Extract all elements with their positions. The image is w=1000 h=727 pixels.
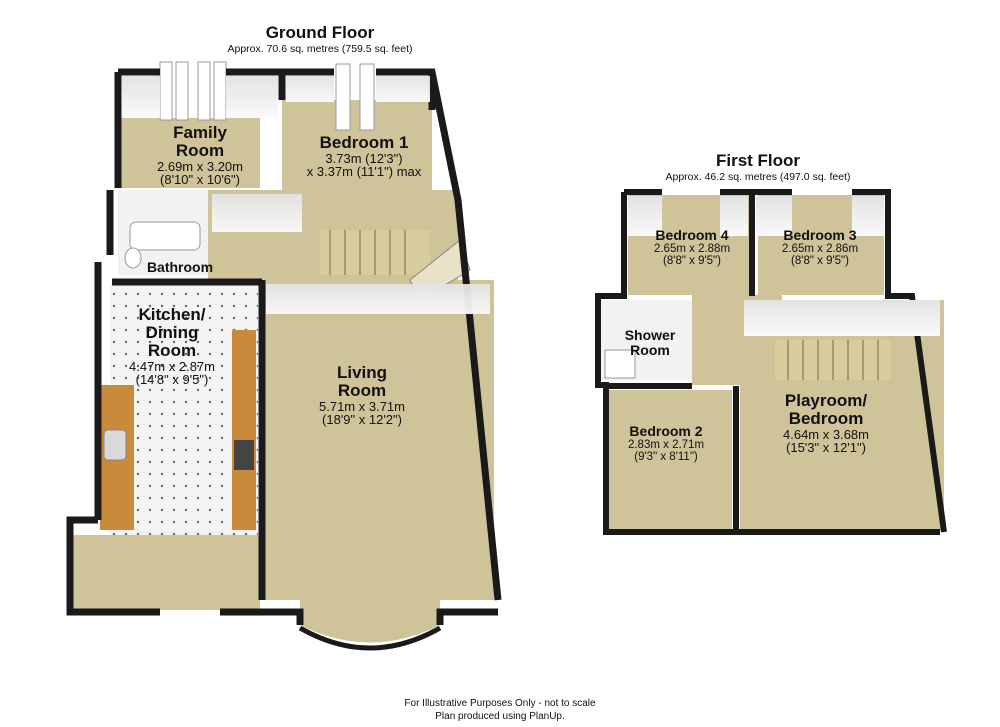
- ground-wall-faces: [122, 76, 490, 314]
- bathroom-label: Bathroom: [146, 259, 214, 275]
- playroom-dim-imperial: (15'3" x 12'1"): [786, 440, 866, 456]
- hob: [234, 440, 254, 470]
- living-room-name-1: Living: [336, 363, 388, 382]
- bedroom-4-dim-metric: 2.65m x 2.88m: [653, 242, 731, 255]
- playroom-name-1: Playroom/: [784, 391, 868, 410]
- living-room-floor: [262, 280, 494, 600]
- living-room-label: Living Room 5.71m x 3.71m (18'9" x 12'2"…: [319, 364, 405, 427]
- ground-floor-plan: [66, 61, 502, 651]
- first-floor-plan: [568, 185, 954, 545]
- bay-window-wall: [298, 625, 442, 651]
- bedroom-1-label: Bedroom 1 3.73m (12'3") x 3.37m (11'1") …: [307, 134, 422, 179]
- kitchen-name-3: Room: [147, 340, 197, 360]
- porch-floor: [70, 535, 260, 610]
- bedroom-2-name: Bedroom 2: [629, 423, 703, 439]
- family-room-name-1: Family: [173, 123, 227, 142]
- first-floor-area: Approx. 46.2 sq. metres (497.0 sq. feet): [665, 171, 851, 183]
- living-room-dim-metric: 5.71m x 3.71m: [319, 398, 405, 414]
- first-floor-title: First Floor: [715, 151, 801, 170]
- ground-floor-title: Ground Floor: [265, 23, 375, 42]
- first-floor-stairs: [775, 340, 890, 380]
- living-room-dim-imperial: (18'9" x 12'2"): [322, 412, 402, 428]
- bedroom-3-name: Bedroom 3: [783, 227, 857, 243]
- shower-room-name-2: Room: [630, 341, 670, 358]
- kitchen-name-1: Kitchen/: [138, 305, 206, 324]
- bedroom-1-french-doors: [335, 63, 375, 131]
- family-room-bifold-doors: [159, 61, 227, 121]
- ground-walls: [66, 68, 502, 625]
- first-floor-walls: [595, 189, 947, 535]
- toilet: [124, 247, 142, 269]
- bedroom-4-label: Bedroom 4 2.65m x 2.88m (8'8" x 9'5"): [654, 228, 730, 267]
- living-room-name-2: Room: [337, 380, 387, 400]
- bedroom-2-dim-imperial: (9'3" x 8'11"): [634, 450, 698, 463]
- bedroom-2-dim-metric: 2.83m x 2.71m: [627, 438, 705, 451]
- playroom-floor: [740, 300, 944, 530]
- footer-line-1: For Illustrative Purposes Only - not to …: [404, 698, 596, 709]
- bedroom-3-label: Bedroom 3 2.65m x 2.86m (8'8" x 9'5"): [782, 228, 858, 267]
- footer-note: For Illustrative Purposes Only - not to …: [404, 698, 595, 723]
- bedroom-4-dim-imperial: (8'8" x 9'5"): [663, 254, 721, 267]
- bay-window-floor: [300, 600, 440, 643]
- shower-room-name-1: Shower: [624, 327, 676, 343]
- family-room-dim-metric: 2.69m x 3.20m: [157, 158, 243, 174]
- first-floor-wall-faces: [628, 196, 940, 336]
- bedroom-2-label: Bedroom 2 2.83m x 2.71m (9'3" x 8'11"): [628, 424, 704, 463]
- family-room-name-2: Room: [175, 140, 225, 160]
- kitchen-label: Kitchen/ Dining Room 4.47m x 2.87m (14'8…: [129, 306, 215, 387]
- family-room-label: Family Room 2.69m x 3.20m (8'10" x 10'6"…: [157, 124, 243, 187]
- playroom-label: Playroom/ Bedroom 4.64m x 3.68m (15'3" x…: [783, 392, 869, 455]
- shower-tray: [604, 349, 636, 379]
- bedroom-1-name: Bedroom 1: [319, 133, 409, 152]
- playroom-dim-metric: 4.64m x 3.68m: [783, 426, 869, 442]
- bedroom-3-dim-metric: 2.65m x 2.86m: [781, 242, 859, 255]
- footer-line-2: Plan produced using PlanUp.: [435, 710, 565, 722]
- bedroom-2-floor: [606, 390, 732, 530]
- bedroom-1-dim-2: x 3.37m (11'1") max: [306, 164, 422, 180]
- ground-floor-area: Approx. 70.6 sq. metres (759.5 sq. feet): [227, 43, 413, 55]
- bedroom-1-dim-1: 3.73m (12'3"): [325, 150, 403, 166]
- bedroom-4-name: Bedroom 4: [655, 227, 729, 243]
- family-room-floor: [118, 118, 260, 188]
- family-room-dim-imperial: (8'10" x 10'6"): [160, 172, 240, 188]
- sink: [103, 429, 127, 461]
- kitchen-dim-metric: 4.47m x 2.87m: [129, 358, 215, 374]
- kitchen-counter-right: [232, 330, 256, 530]
- kitchen-dim-imperial: (14'8" x 9'5"): [135, 372, 209, 388]
- kitchen-name-2: Dining: [145, 322, 199, 342]
- bath-tub: [129, 221, 201, 251]
- bedroom-3-dim-imperial: (8'8" x 9'5"): [791, 254, 849, 267]
- playroom-name-2: Bedroom: [788, 408, 864, 428]
- shower-room-label: Shower Room: [625, 328, 676, 357]
